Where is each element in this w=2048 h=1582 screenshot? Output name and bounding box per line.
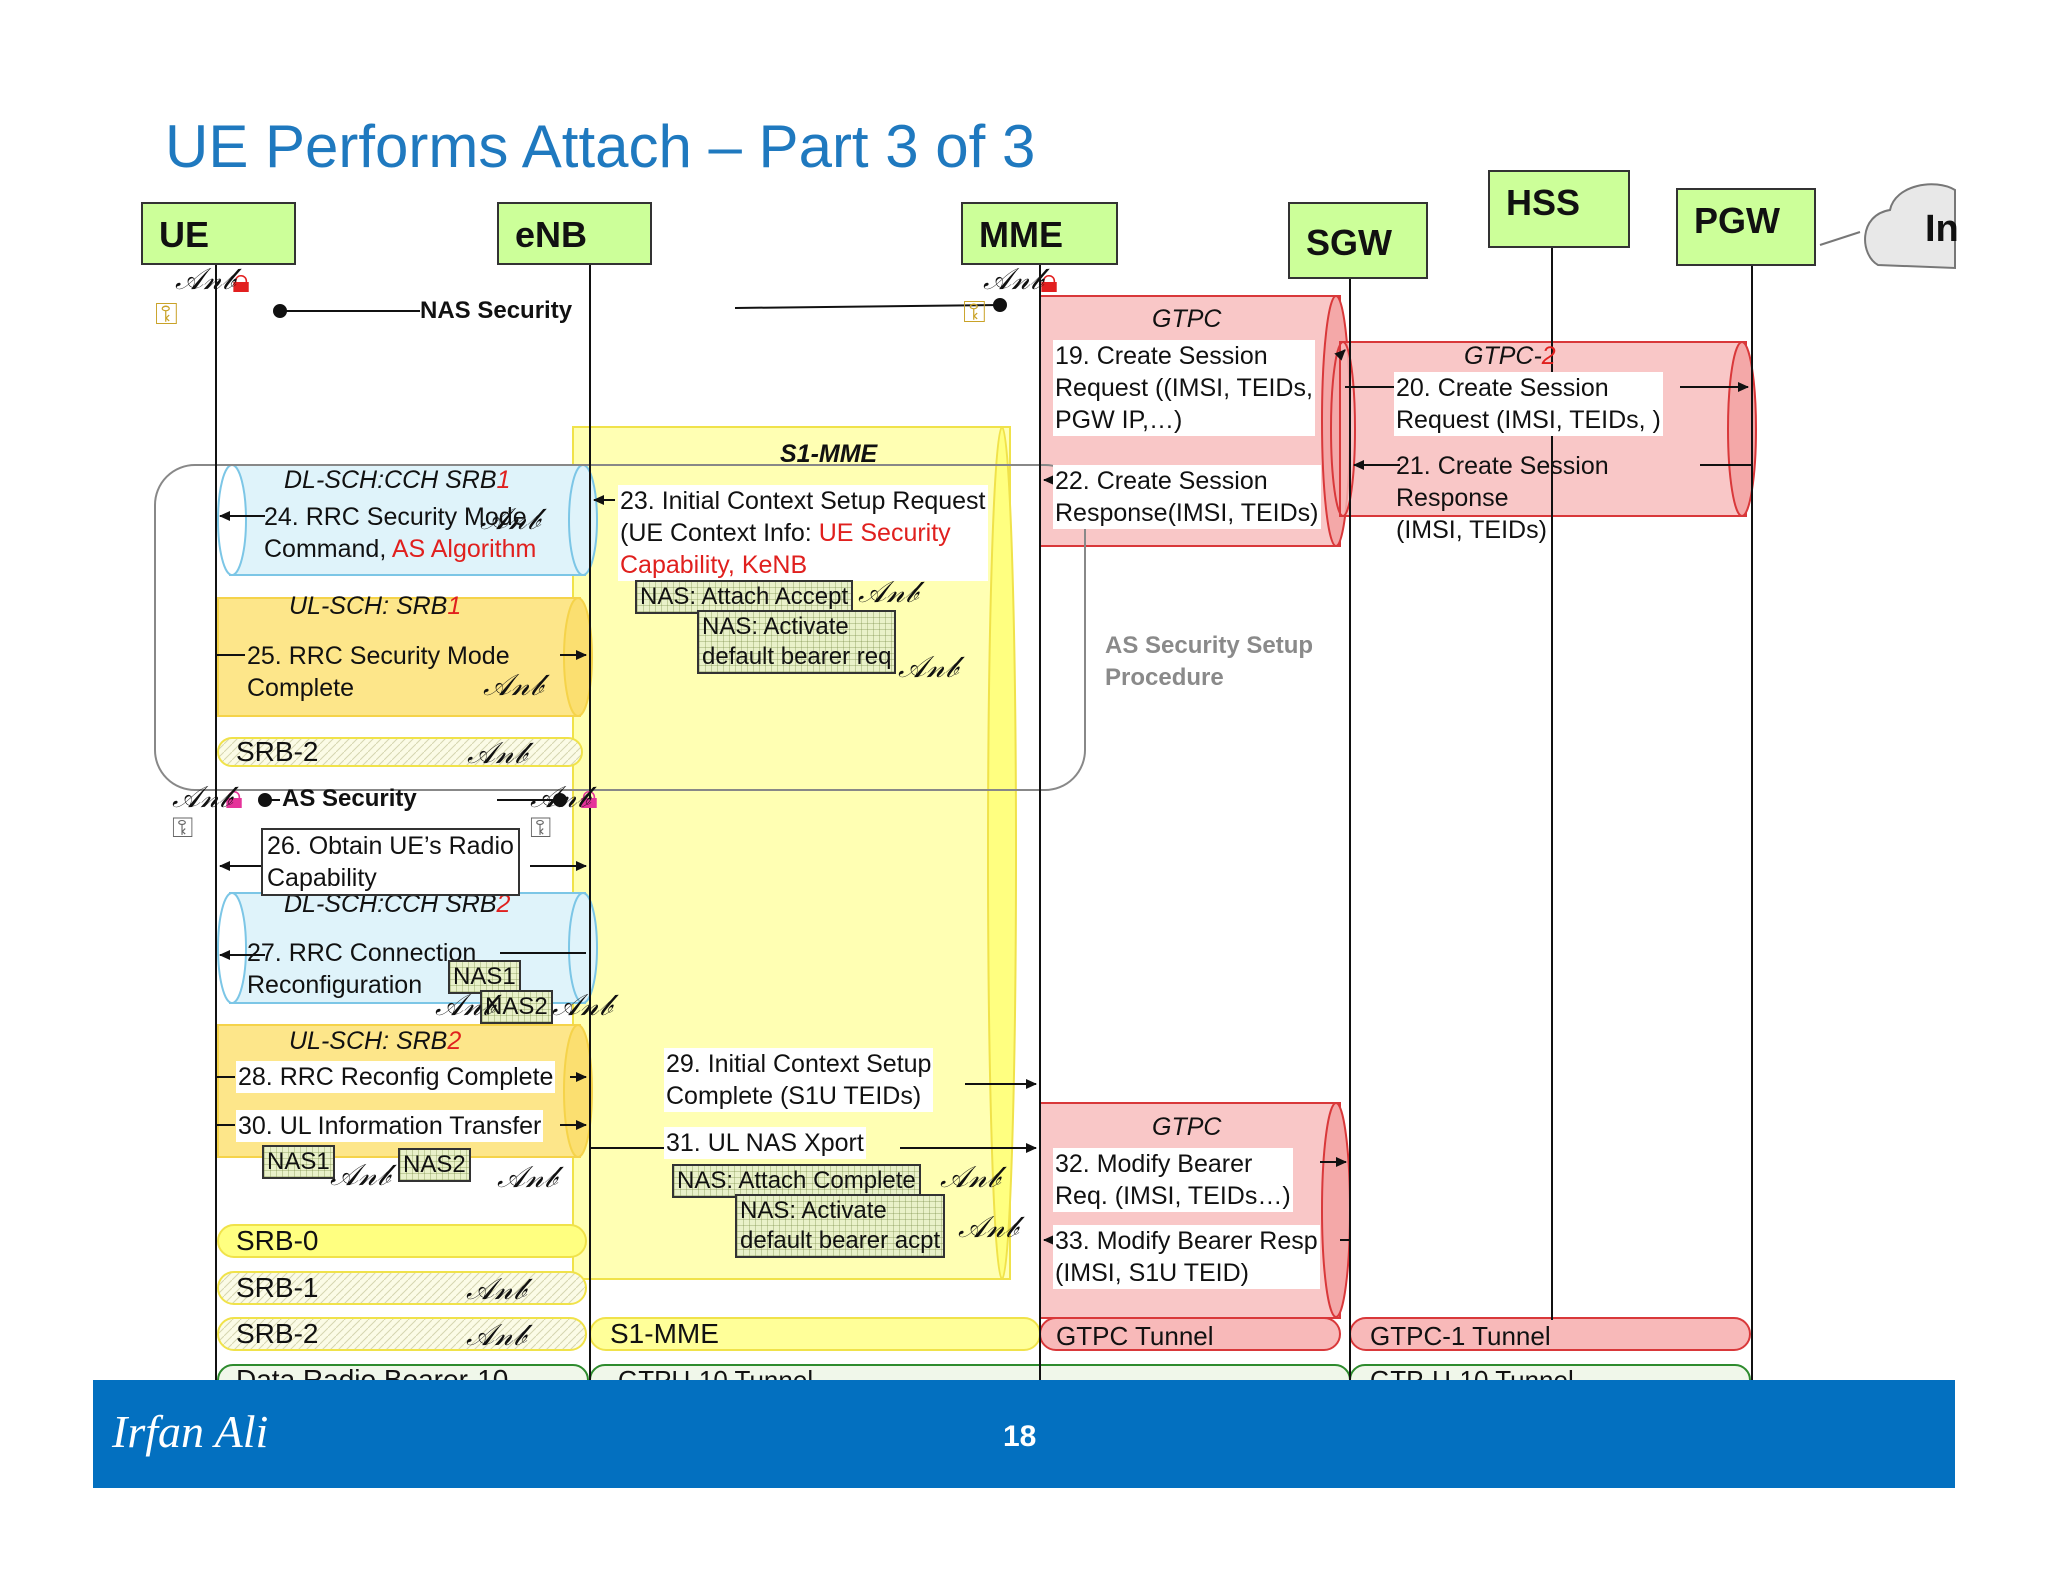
srb2-upper-label: SRB-2 [236, 736, 319, 767]
srb2-upper-pipe [217, 737, 583, 767]
message-arrows [219, 349, 1749, 1245]
srb0-label: SRB-0 [236, 1225, 319, 1256]
as-security-setup-label: AS Security Setup Procedure [1105, 632, 1314, 691]
as-security-label: AS Security [282, 785, 417, 812]
msg-25: 25. RRC Security Mode Complete [247, 642, 510, 702]
nas-activate-req-box: NAS: Activate default bearer req [697, 610, 897, 674]
signature-icon: 𝒜𝓃𝒷 [898, 650, 958, 685]
srb1-label: SRB-1 [236, 1272, 319, 1303]
s1mme-tunnel-label: S1-MME [610, 1318, 719, 1349]
nas1-box: NAS1 [448, 960, 521, 994]
key-icon: ⚿ [155, 298, 178, 331]
page-number: 18 [1003, 1420, 1037, 1453]
msg-29: 29. Initial Context Setup Complete (S1U … [664, 1048, 934, 1112]
padlock-icon: 🔒︎ [232, 262, 251, 300]
footer-author: Irfan Ali [112, 1406, 269, 1457]
cloud-icon [1819, 183, 1956, 270]
signature-icon: 𝒜𝓃𝒷 [467, 736, 527, 771]
signature-icon: 𝒜𝓃𝒷 [175, 262, 235, 297]
msg-20: 20. Create Session Request (IMSI, TEIDs,… [1394, 372, 1663, 436]
as-security-line [258, 793, 567, 807]
msg-24: 24. RRC Security Mode Command, AS Algori… [264, 503, 537, 563]
padlock-icon: 🔒︎ [1040, 262, 1059, 300]
page-title: UE Performs Attach – Part 3 of 3 [165, 113, 1036, 180]
nas-security-line [273, 298, 1007, 318]
signature-icon: 𝒜𝓃𝒷 [497, 1160, 557, 1195]
srb2-label: SRB-2 [236, 1318, 319, 1349]
plain-lines [216, 386, 1752, 1241]
node-ue: UE [141, 202, 296, 265]
gtpc-upper-label: GTPC [1152, 305, 1222, 333]
signature-icon: 𝒜𝓃𝒷 [940, 1160, 1000, 1195]
key-icon: ⚿ [530, 812, 552, 843]
s1mme-region-label: S1-MME [780, 440, 878, 468]
signature-icon: 𝒜𝓃𝒷 [858, 575, 918, 610]
nas-attach-accept-box: NAS: Attach Accept [635, 580, 854, 614]
signature-icon: 𝒜𝓃𝒷 [466, 1318, 526, 1353]
nas-attach-complete-box: NAS: Attach Complete [672, 1164, 921, 1198]
dl-sch-srb1-label: DL-SCH:CCH SRB1 [284, 466, 511, 494]
key-icon: ⚿ [172, 812, 194, 843]
ul-sch-srb1-region [217, 597, 593, 717]
padlock-icon: 🔒︎ [580, 778, 599, 816]
gtpc-lower-label: GTPC [1152, 1113, 1222, 1141]
node-enb: eNB [497, 202, 652, 265]
node-pgw: PGW [1676, 188, 1816, 266]
signature-icon: 𝒜𝓃𝒷 [958, 1210, 1018, 1245]
signature-icon: 𝒜𝓃𝒷 [530, 780, 590, 815]
footer-bar [93, 1380, 1955, 1488]
ul-sch-srb2-label: UL-SCH: SRB2 [289, 1027, 462, 1055]
nas-security-label: NAS Security [420, 297, 573, 324]
msg-30: 30. UL Information Transfer [236, 1110, 544, 1142]
msg-33: 33. Modify Bearer Resp (IMSI, S1U TEID) [1053, 1225, 1320, 1289]
msg-32: 32. Modify Bearer Req. (IMSI, TEIDs…) [1053, 1148, 1293, 1212]
srb2-pipe [217, 1317, 587, 1351]
msg-23: 23. Initial Context Setup Request (UE Co… [618, 485, 988, 581]
node-sgw: SGW [1288, 202, 1428, 279]
nas1-box: NAS1 [262, 1145, 335, 1179]
gtpc-tunnel-label: GTPC Tunnel [1056, 1321, 1214, 1351]
lifelines [215, 248, 1753, 1410]
nas2-box: NAS2 [398, 1148, 471, 1182]
gtpc2-label: GTPC-2 [1464, 342, 1556, 370]
gtpc1-tunnel-label: GTPC-1 Tunnel [1370, 1321, 1551, 1351]
nas-activate-acpt-box: NAS: Activate default bearer acpt [735, 1194, 946, 1258]
msg-19: 19. Create Session Request ((IMSI, TEIDs… [1053, 340, 1315, 436]
msg-28: 28. RRC Reconfig Complete [236, 1061, 556, 1093]
ul-sch-srb1-label: UL-SCH: SRB1 [289, 592, 462, 620]
signature-icon: 𝒜𝓃𝒷 [480, 502, 540, 537]
signature-icon: 𝒜𝓃𝒷 [330, 1158, 390, 1193]
node-hss: HSS [1488, 170, 1630, 248]
node-mme: MME [961, 202, 1118, 265]
nas2-box: NAS2 [480, 990, 553, 1024]
msg-22: 22. Create Session Response(IMSI, TEIDs) [1053, 465, 1321, 529]
signature-icon: 𝒜𝓃𝒷 [435, 988, 495, 1023]
srb1-pipe [217, 1271, 587, 1305]
signature-icon: 𝒜𝓃𝒷 [552, 988, 612, 1023]
msg-21: 21. Create Session Response (IMSI, TEIDs… [1396, 452, 1609, 544]
node-internet: In [1925, 208, 1959, 250]
as-security-setup-frame [154, 464, 1086, 791]
key-icon: ⚿ [963, 296, 986, 329]
signature-icon: 𝒜𝓃𝒷 [466, 1272, 526, 1307]
msg-31: 31. UL NAS Xport [664, 1127, 866, 1159]
signature-icon: 𝒜𝓃𝒷 [483, 668, 543, 703]
padlock-icon: 🔒︎ [225, 778, 244, 816]
signature-icon: 𝒜𝓃𝒷 [172, 780, 232, 815]
dl-sch-srb2-region [217, 892, 598, 1004]
signature-icon: 𝒜𝓃𝒷 [983, 262, 1043, 297]
msg-26: 26. Obtain UE’s Radio Capability [261, 828, 520, 896]
srb0-pipe [217, 1224, 587, 1258]
